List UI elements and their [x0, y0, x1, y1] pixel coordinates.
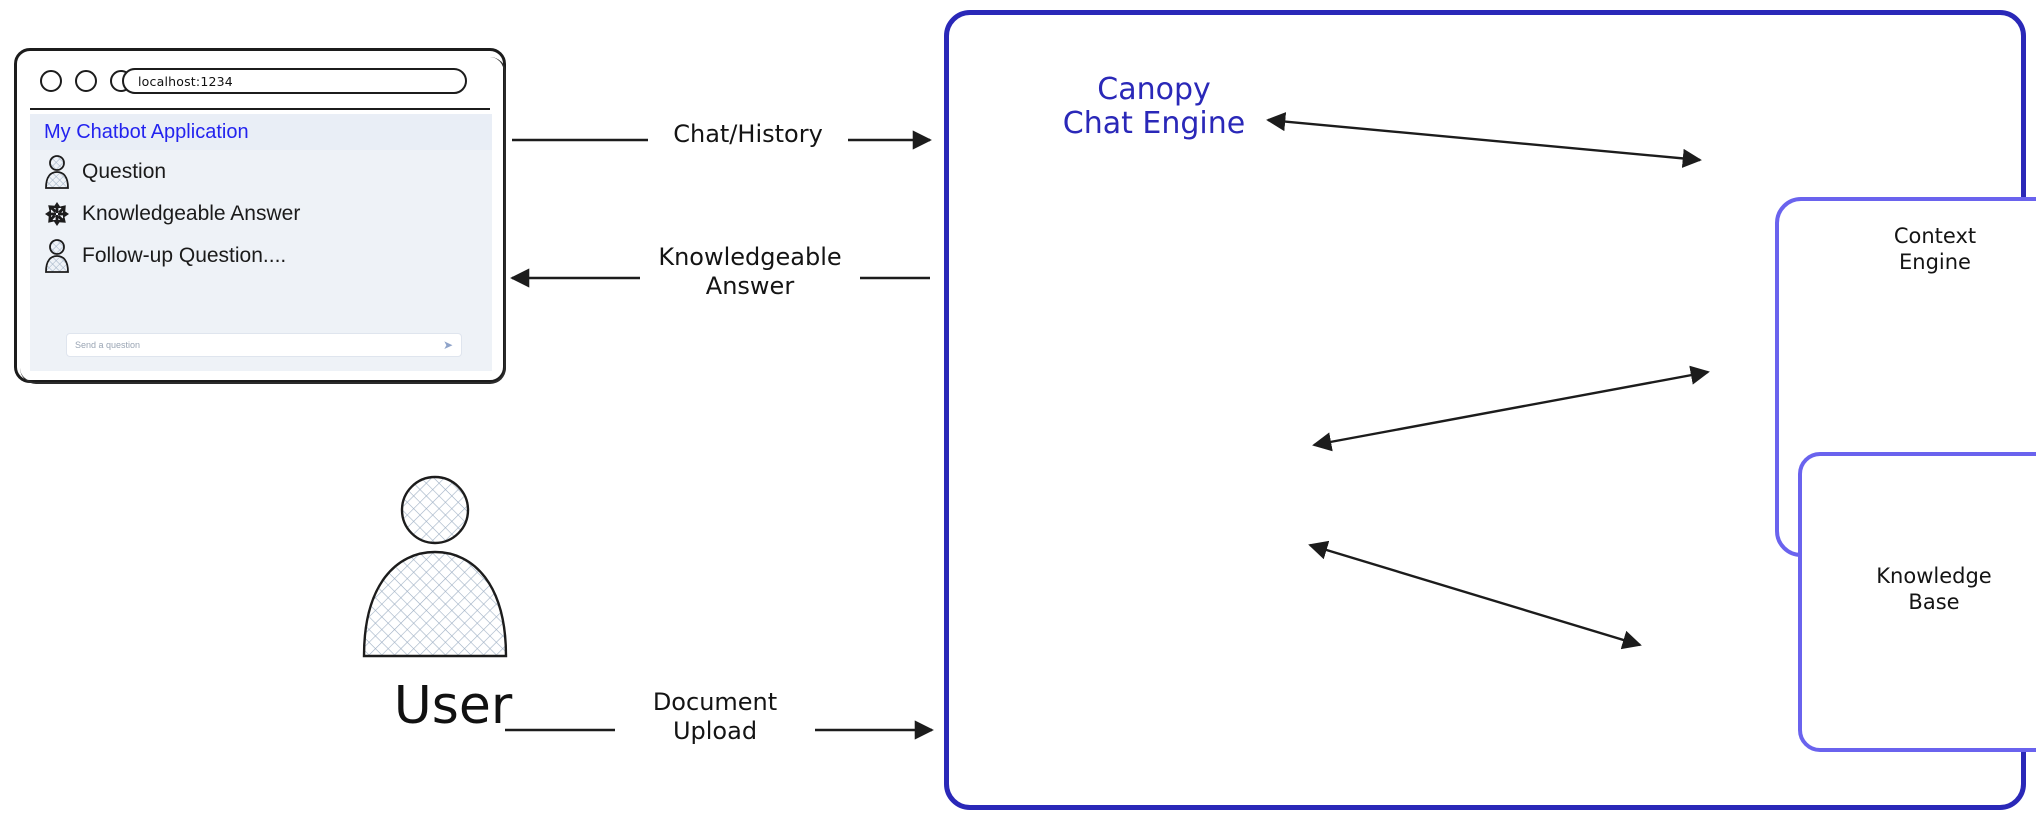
message-text: Knowledgeable Answer	[82, 202, 301, 225]
knowledge-base-label: Knowledge Base	[1802, 563, 2036, 616]
connector-label-line2: Upload	[672, 717, 758, 746]
chat-pane: My Chatbot Application Question	[30, 114, 492, 371]
person-icon	[45, 239, 69, 273]
canopy-chat-engine-container: Canopy Chat Engine Context Engine Knowle…	[944, 10, 2036, 810]
chat-message-question: Question	[30, 150, 492, 194]
message-text: Follow-up Question....	[82, 244, 287, 267]
context-engine-line2: Engine	[1899, 250, 1971, 275]
chat-input-placeholder: Send a question	[75, 340, 141, 350]
connector-label-line1: Knowledgeable	[658, 243, 842, 271]
connector-label-line1: Document	[652, 688, 778, 716]
chat-message-followup: Follow-up Question....	[30, 234, 492, 278]
url-text: localhost:1234	[138, 73, 233, 89]
chat-input-row[interactable]: Send a question ➤	[66, 333, 462, 357]
app-title: My Chatbot Application	[30, 114, 492, 150]
canopy-title-line1: Canopy	[1097, 72, 1211, 107]
close-dot-icon[interactable]	[40, 70, 62, 92]
url-bar[interactable]: localhost:1234	[122, 68, 467, 94]
canopy-title: Canopy Chat Engine	[989, 73, 1319, 140]
context-engine-line1: Context	[1893, 224, 1977, 248]
knowledge-base-line1: Knowledge	[1876, 564, 1992, 588]
connector-label-line1: Chat/History	[673, 120, 823, 148]
person-icon	[45, 155, 69, 189]
chat-message-answer: Knowledgeable Answer	[30, 194, 492, 234]
send-icon[interactable]: ➤	[442, 338, 453, 352]
user-label: User	[393, 676, 513, 736]
toolbar-divider	[30, 108, 490, 110]
connector-label-document-upload: Document Upload	[615, 688, 815, 747]
message-text: Question	[82, 160, 167, 183]
canopy-title-line2: Chat Engine	[1062, 105, 1246, 141]
connector-label-chat-history: Chat/History	[648, 120, 848, 150]
knowledge-base-line2: Base	[1908, 590, 1960, 615]
sparkle-arrows-icon	[45, 202, 69, 226]
browser-window: localhost:1234 My Chatbot Application Qu…	[14, 48, 506, 384]
connector-label-knowledgeable-answer: Knowledgeable Answer	[640, 243, 860, 302]
knowledge-base-box: Knowledge Base	[1798, 452, 2036, 752]
traffic-lights	[40, 70, 132, 92]
minimize-dot-icon[interactable]	[75, 70, 97, 92]
connector-label-line2: Answer	[705, 272, 795, 301]
user-figure-icon	[362, 475, 508, 658]
context-engine-label: Context Engine	[1779, 223, 2036, 276]
